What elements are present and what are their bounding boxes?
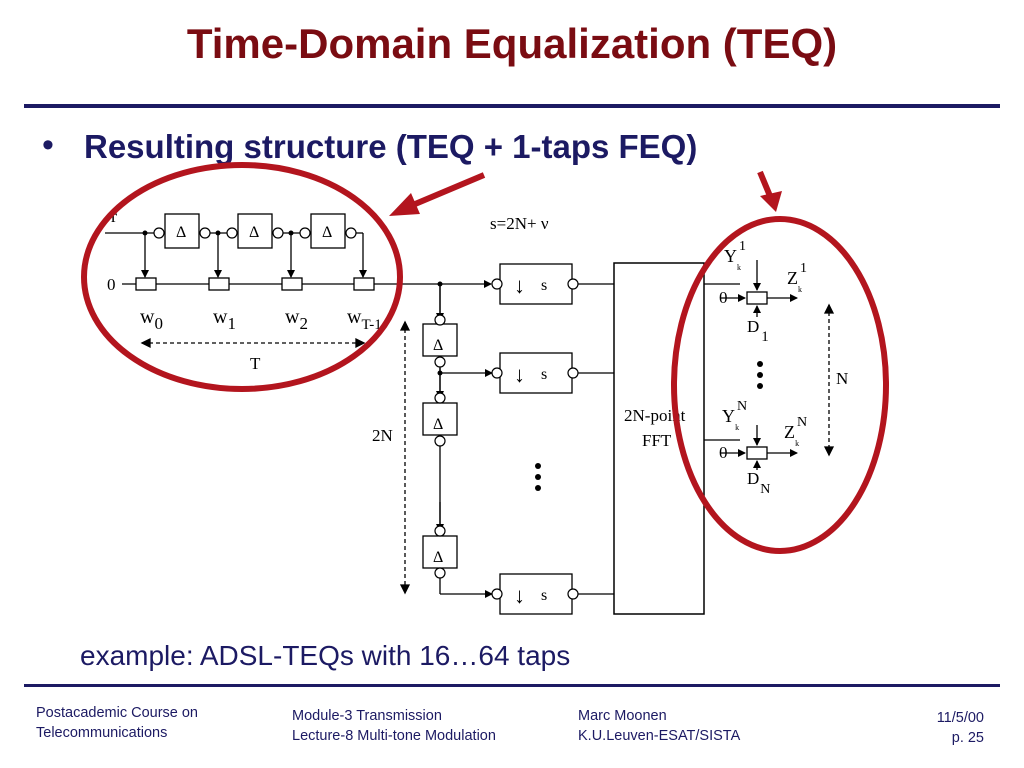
down-arrow-icon: ↓ [514, 273, 525, 298]
weight-w2: w2 [285, 306, 308, 333]
weight-w1: w1 [213, 306, 236, 333]
downsampler-2 [499, 352, 573, 394]
downsample-factor: s [541, 587, 547, 604]
delta-label: Δ [433, 549, 443, 566]
DN-label: DN [747, 469, 770, 497]
footer-module: Module-3 Transmission Lecture-8 Multi-to… [292, 706, 496, 746]
footer-date: 11/5/00 [936, 710, 984, 726]
s-definition: s=2N+ ν [490, 214, 549, 233]
teq-pointer-arrow [406, 172, 486, 210]
delta-label: Δ [249, 224, 259, 241]
delta-label: Δ [176, 224, 186, 241]
feq-highlight-ellipse [671, 216, 889, 554]
footer-date-page: 11/5/00 p. 25 [880, 708, 984, 748]
delta-label: Δ [322, 224, 332, 241]
weight-wT-1: wT-1 [347, 306, 382, 333]
slide-title: Time-Domain Equalization (TEQ) [186, 20, 838, 67]
input-label-r: r [111, 206, 117, 226]
footer-course-line1: Postacademic Course on [36, 705, 198, 721]
down-arrow-icon: ↓ [514, 583, 525, 608]
footer-author-affiliation: K.U.Leuven-ESAT/SISTA [578, 728, 741, 744]
weight-w0: w0 [140, 306, 163, 333]
tap-count-label: T [250, 354, 261, 373]
feq-tap-n [746, 446, 768, 460]
downsample-factor: s [541, 366, 547, 383]
footer-divider [24, 684, 1000, 687]
fft-label-line1: 2N-point [624, 406, 686, 425]
footer-module-line2: Lecture-8 Multi-tone Modulation [292, 728, 496, 744]
delay-box-v1 [422, 323, 458, 357]
downsample-factor: s [541, 277, 547, 294]
footer-author-name: Marc Moonen [578, 708, 667, 724]
delta-label: Δ [433, 416, 443, 433]
fft-block [613, 262, 705, 615]
carrier-count-label: N [836, 369, 848, 388]
downsampler-1 [499, 263, 573, 305]
zero-label-n: 0 [719, 443, 728, 462]
delay-box-1 [164, 213, 200, 249]
footer-author: Marc Moonen K.U.Leuven-ESAT/SISTA [578, 706, 740, 746]
init-zero-label: 0 [107, 275, 116, 294]
bullet-marker: • [42, 126, 54, 164]
footer-course-line2: Telecommunications [36, 725, 168, 741]
footer-module-line1: Module-3 Transmission [292, 708, 442, 724]
D1-label: D1 [747, 317, 769, 345]
block-length-label: 2N [372, 426, 393, 445]
zero-label-1: 0 [719, 288, 728, 307]
delay-box-2 [237, 213, 273, 249]
delay-box-3 [310, 213, 346, 249]
downsampler-3 [499, 573, 573, 615]
delay-box-v2 [422, 402, 458, 436]
bullet-text: Resulting structure (TEQ + 1-taps FEQ) [84, 128, 698, 165]
teq-highlight-ellipse [81, 162, 403, 392]
footer-course: Postacademic Course on Telecommunication… [36, 703, 198, 743]
delta-label: Δ [433, 337, 443, 354]
feq-tap-1 [746, 291, 768, 305]
fft-label-line2: FFT [642, 431, 672, 450]
feq-pointer-arrow [757, 170, 773, 198]
delay-box-v3 [422, 535, 458, 569]
footer-page-number: p. 25 [951, 730, 984, 746]
title-divider [24, 104, 1000, 108]
example-note: example: ADSL-TEQs with 16…64 taps [80, 640, 571, 671]
down-arrow-icon: ↓ [514, 362, 525, 387]
